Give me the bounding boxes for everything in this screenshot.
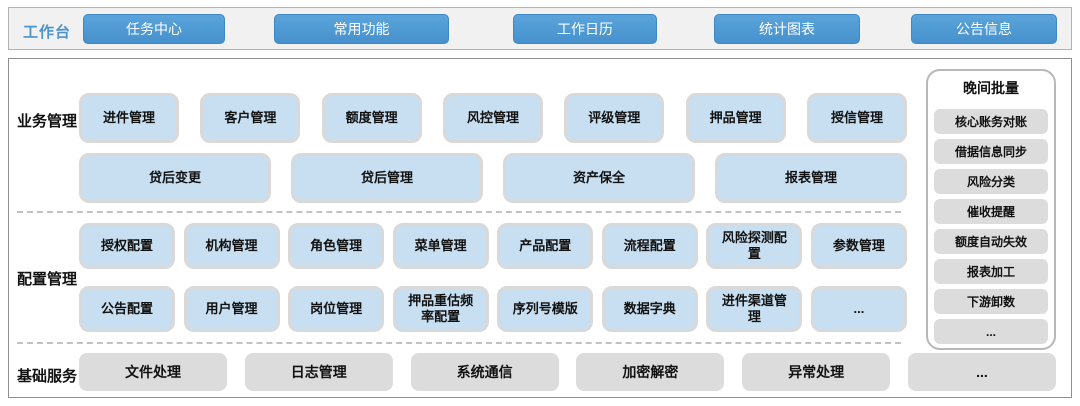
main-panel: 业务管理 进件管理 客户管理 额度管理 风控管理 评级管理 押品管理 授信管理 … [8,58,1072,398]
batch-job-item[interactable]: 额度自动失效 [934,229,1048,254]
batch-job-item[interactable]: 风险分类 [934,169,1048,194]
topbar-button-common-funcs[interactable]: 常用功能 [274,14,449,44]
batch-job-item[interactable]: 下游卸数 [934,289,1048,314]
topbar: 工作台 任务中心 常用功能 工作日历 统计图表 公告信息 [8,7,1072,50]
section-divider [17,342,901,344]
module-box[interactable]: 押品管理 [685,93,786,143]
business-row-1: 进件管理 客户管理 额度管理 风控管理 评级管理 押品管理 授信管理 [79,93,907,143]
module-box[interactable]: 进件管理 [79,93,179,143]
module-box[interactable]: ... [810,286,907,332]
batch-job-item[interactable]: 借据信息同步 [934,139,1048,164]
module-box[interactable]: 贷后管理 [291,153,483,203]
topbar-button-stat-charts[interactable]: 统计图表 [714,14,860,44]
module-box[interactable]: 机构管理 [183,223,280,269]
module-box[interactable]: 产品配置 [497,223,594,269]
service-box[interactable]: 异常处理 [742,353,891,391]
module-box[interactable]: 岗位管理 [288,286,385,332]
service-box[interactable]: 文件处理 [79,353,227,391]
module-box[interactable]: 评级管理 [564,93,665,143]
service-box[interactable]: 日志管理 [244,353,393,391]
night-batch-panel: 晚间批量 核心账务对账 借据信息同步 风险分类 催收提醒 额度自动失效 报表加工… [926,69,1056,350]
business-row-2: 贷后变更 贷后管理 资产保全 报表管理 [79,153,907,203]
section-label-business: 业务管理 [16,113,77,130]
topbar-button-task-center[interactable]: 任务中心 [83,14,225,44]
config-row-2: 公告配置 用户管理 岗位管理 押品重估频率配置 序列号模版 数据字典 进件渠道管… [79,286,907,332]
module-box[interactable]: 风险探测配置 [706,223,803,269]
module-box[interactable]: 额度管理 [321,93,422,143]
service-box[interactable]: 系统通信 [410,353,559,391]
base-service-row: 文件处理 日志管理 系统通信 加密解密 异常处理 ... [79,353,1056,391]
module-box[interactable]: 押品重估频率配置 [392,286,489,332]
module-box[interactable]: 菜单管理 [392,223,489,269]
topbar-button-work-calendar[interactable]: 工作日历 [513,14,657,44]
batch-job-item[interactable]: 报表加工 [934,259,1048,284]
config-row-1: 授权配置 机构管理 角色管理 菜单管理 产品配置 流程配置 风险探测配置 参数管… [79,223,907,269]
module-box[interactable]: 授信管理 [806,93,907,143]
batch-job-item[interactable]: ... [934,319,1048,344]
topbar-button-announcements[interactable]: 公告信息 [911,14,1057,44]
module-box[interactable]: 角色管理 [288,223,385,269]
module-box[interactable]: 序列号模版 [497,286,594,332]
module-box[interactable]: 报表管理 [715,153,907,203]
module-box[interactable]: 授权配置 [79,223,175,269]
batch-job-item[interactable]: 催收提醒 [934,199,1048,224]
service-box[interactable]: 加密解密 [576,353,725,391]
module-box[interactable]: 数据字典 [601,286,698,332]
module-box[interactable]: 客户管理 [200,93,301,143]
section-label-config: 配置管理 [16,271,77,288]
module-box[interactable]: 公告配置 [79,286,175,332]
batch-job-item[interactable]: 核心账务对账 [934,109,1048,134]
module-box[interactable]: 用户管理 [183,286,280,332]
module-box[interactable]: 资产保全 [503,153,695,203]
service-box[interactable]: ... [907,353,1056,391]
workbench-label: 工作台 [23,24,72,41]
module-box[interactable]: 流程配置 [601,223,698,269]
night-batch-title: 晚间批量 [963,80,1019,96]
section-divider [17,211,901,213]
module-box[interactable]: 贷后变更 [79,153,271,203]
section-label-base: 基础服务 [16,368,77,385]
module-box[interactable]: 参数管理 [810,223,907,269]
module-box[interactable]: 进件渠道管理 [706,286,803,332]
module-box[interactable]: 风控管理 [442,93,543,143]
